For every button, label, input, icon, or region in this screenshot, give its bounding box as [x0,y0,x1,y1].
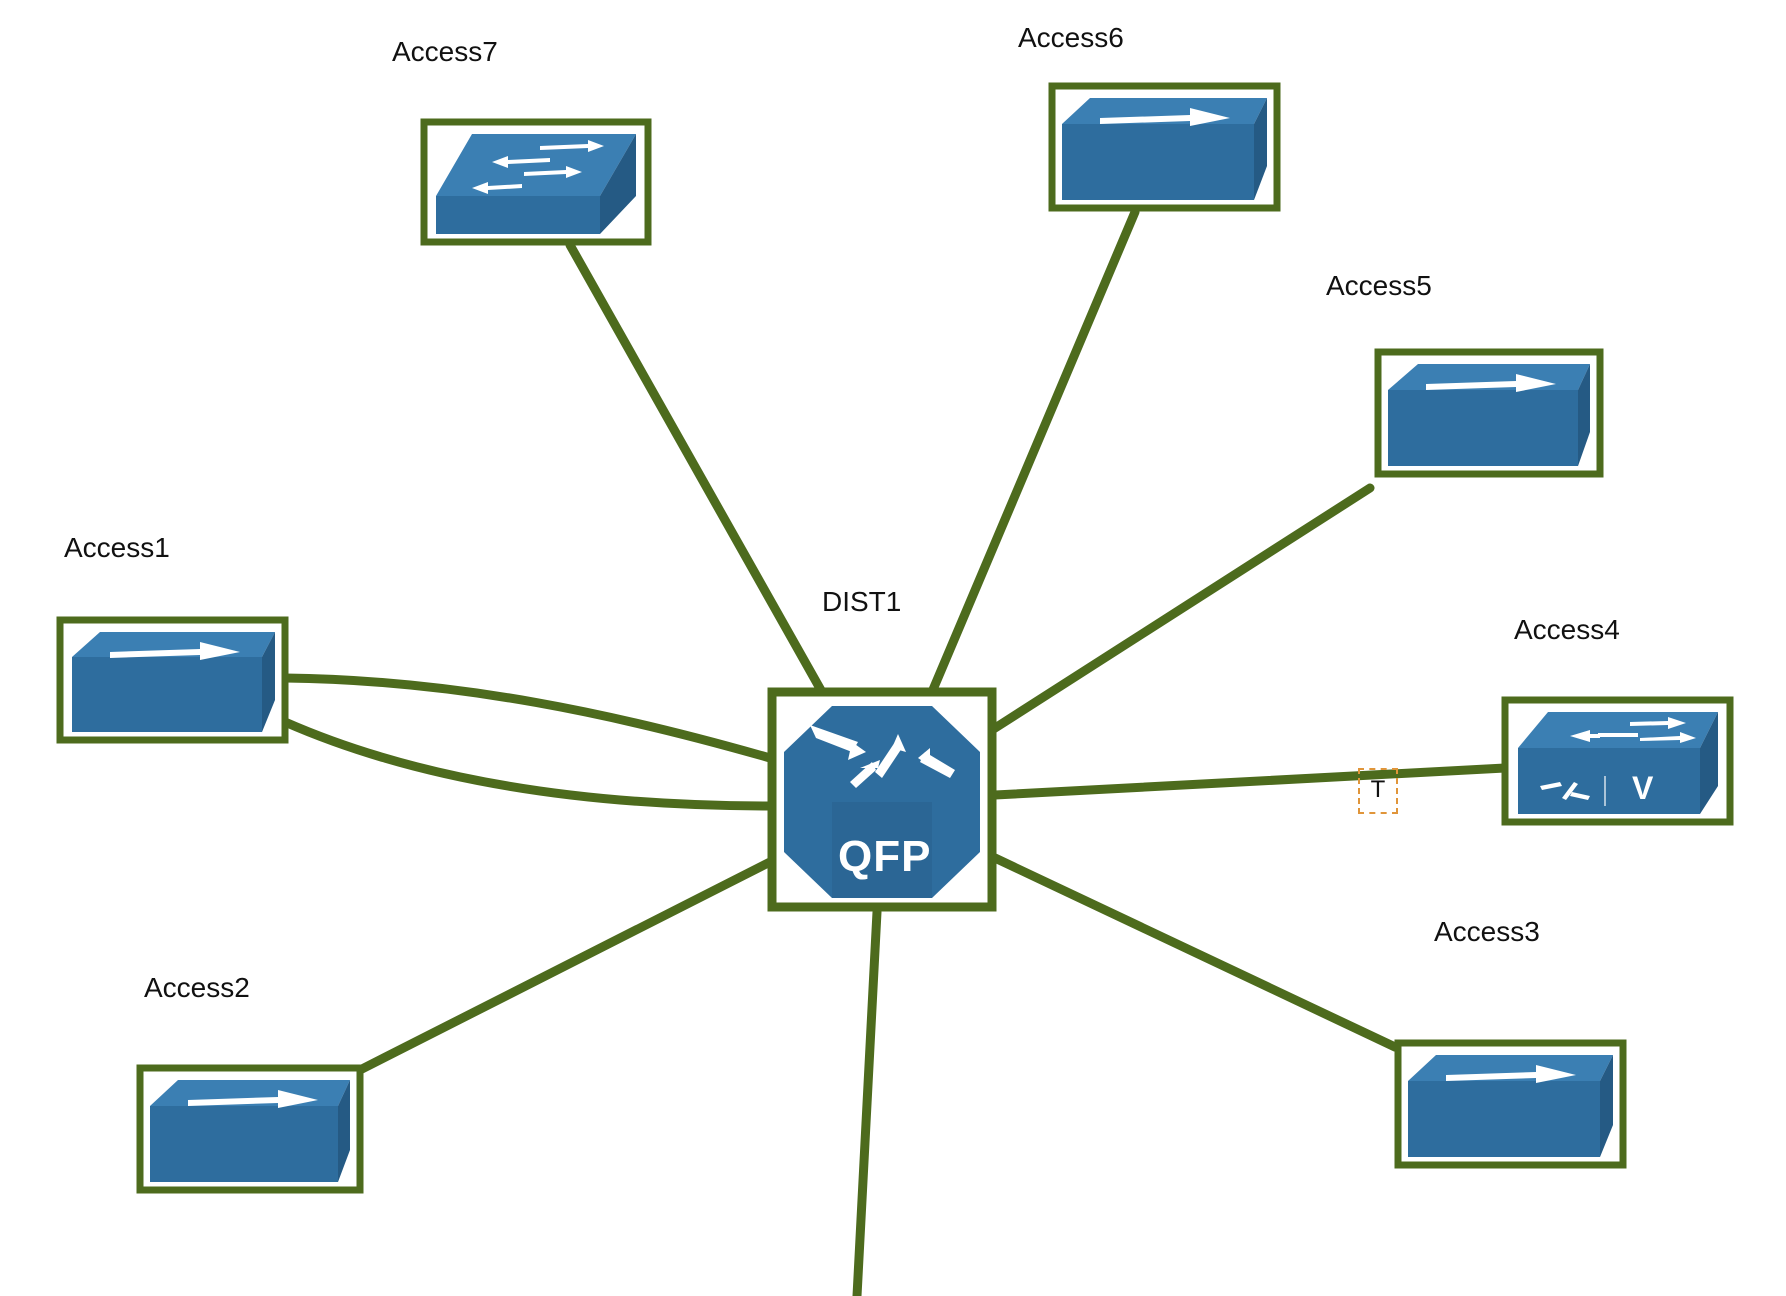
node-label-access4: Access4 [1514,614,1620,645]
link-dist1-access4 [990,763,1510,800]
node-label-access7: Access7 [392,36,498,67]
arrow-right-icon [1426,374,1556,392]
router-qfp-icon[interactable] [767,687,997,912]
link-tag-t[interactable]: T [1358,768,1398,814]
node-label-access2: Access2 [144,972,250,1003]
switch-icon[interactable] [1374,348,1604,478]
router-mini-icon [1540,776,1606,806]
arrow-right-icon [188,1090,318,1108]
arrow-right-icon [110,642,240,660]
link-dist1-access3 [990,853,1400,1052]
link-dist1-offpage [852,907,882,1296]
device-text-v: V [1632,770,1654,806]
switch-icon[interactable] [56,616,289,744]
switch-icon[interactable] [1048,82,1281,212]
node-label-access6: Access6 [1018,22,1124,53]
device-text-qfp: QFP [838,832,932,881]
link-dist1-access1-b [280,717,775,811]
workgroup-switch-icon[interactable] [420,118,652,246]
switch-icon[interactable] [1394,1039,1627,1169]
bidirectional-arrows-icon [1570,717,1696,743]
link-dist1-access6 [927,207,1140,697]
node-label-access3: Access3 [1434,916,1540,947]
arrow-right-icon [1446,1065,1576,1083]
link-dist1-access1-a [280,673,775,763]
bidirectional-arrows-icon [472,140,604,194]
link-dist1-access5 [987,483,1375,735]
link-dist1-access2 [355,857,775,1075]
node-label-access5: Access5 [1326,270,1432,301]
link-dist1-access7 [565,240,827,697]
router-arrows-icon [810,725,955,788]
node-label-access1: Access1 [64,532,170,563]
switch-icon[interactable] [136,1064,364,1194]
multilayer-switch-icon[interactable] [1501,696,1734,826]
node-label-dist1: DIST1 [822,586,902,617]
arrow-right-icon [1100,108,1230,126]
